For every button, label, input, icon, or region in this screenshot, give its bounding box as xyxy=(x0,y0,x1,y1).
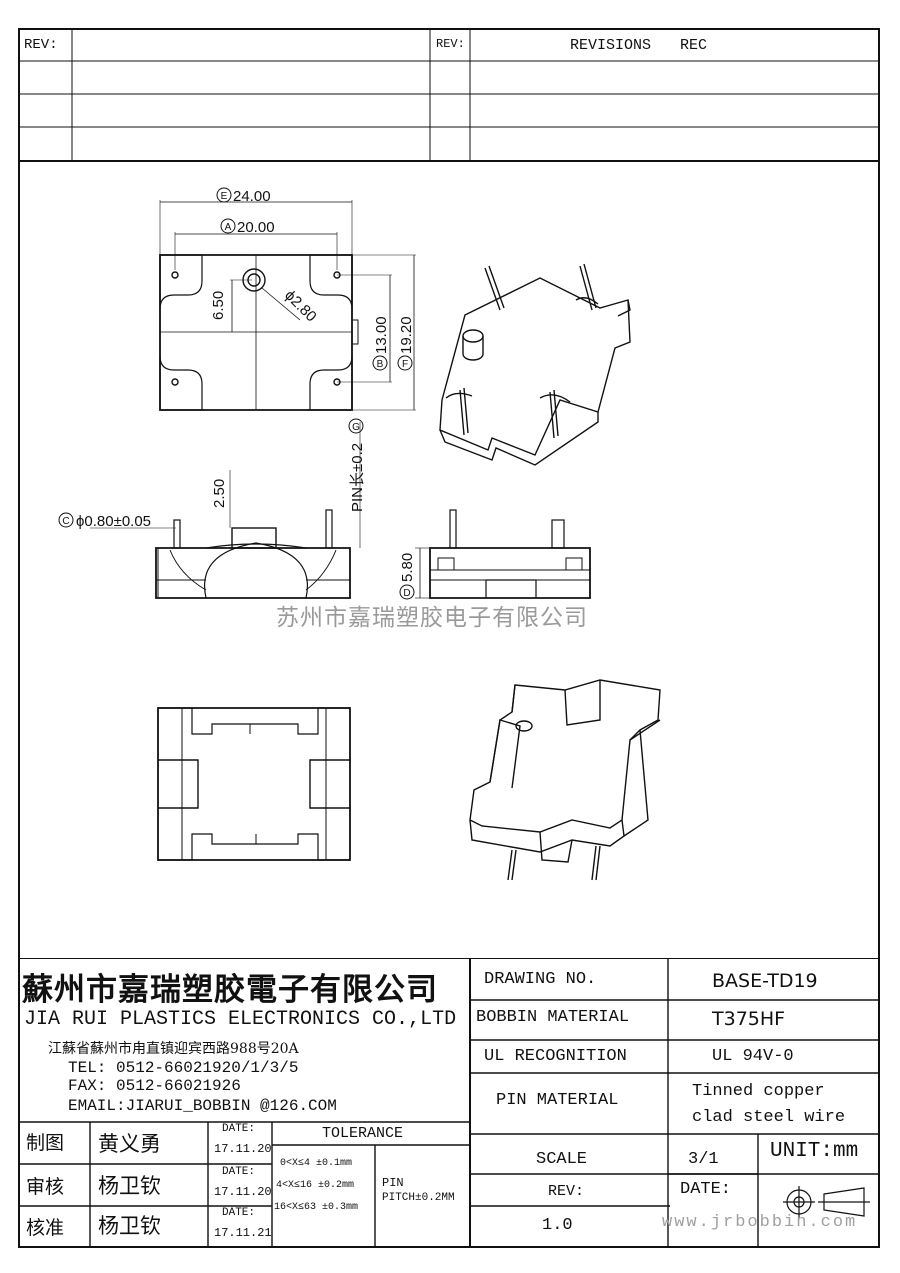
tolerance-row-3: 16<X≤63 ±0.3mm xyxy=(274,1202,359,1213)
company-name-cn: 蘇州市嘉瑞塑胶電子有限公司 xyxy=(22,972,438,1008)
tolerance-row-2: 4<X≤16 ±0.2mm xyxy=(276,1180,355,1191)
company-fax: FAX: 0512-66021926 xyxy=(68,1077,241,1095)
dim-standoff: 2.50 xyxy=(211,479,228,508)
name-drafter: 黄义勇 xyxy=(98,1132,161,1156)
date-checker: 17.11.20 xyxy=(214,1185,272,1199)
bobbin-material-label: BOBBIN MATERIAL xyxy=(476,1008,630,1027)
circled-a: A xyxy=(225,222,232,233)
bottom-view xyxy=(157,707,351,861)
ul-label: UL RECOGNITION xyxy=(484,1047,627,1066)
rev-label: REV: xyxy=(548,1183,585,1200)
drawing-no: BASE-TD19 xyxy=(712,970,818,992)
revisions-header: REVISIONS xyxy=(570,37,652,54)
date-label-checker: DATE: xyxy=(222,1166,256,1178)
scale-value: 3/1 xyxy=(688,1150,719,1169)
watermark: 苏州市嘉瑞塑胶电子有限公司 xyxy=(276,605,588,631)
title-block: 蘇州市嘉瑞塑胶電子有限公司 JIA RUI PLASTICS ELECTRONI… xyxy=(18,958,880,1248)
role-checker: 审核 xyxy=(26,1176,65,1198)
revision-table: REV: REV: REVISIONS REC xyxy=(18,28,880,162)
front-view xyxy=(90,422,361,599)
circled-e: E xyxy=(221,191,228,202)
scale-label: SCALE xyxy=(536,1150,588,1169)
name-approver: 杨卫钦 xyxy=(98,1214,161,1238)
drawing-no-label: DRAWING NO. xyxy=(484,970,597,989)
date-drafter: 17.11.20 xyxy=(214,1142,272,1156)
tolerance-pin-pitch: PITCH±0.2MM xyxy=(382,1192,455,1204)
company-name-en: JIA RUI PLASTICS ELECTRONICS CO.,LTD xyxy=(24,1008,457,1031)
dim-a: 20.00 xyxy=(237,219,275,236)
date-approver: 17.11.21 xyxy=(214,1226,272,1240)
circled-f: F xyxy=(402,359,408,370)
iso-view-top xyxy=(439,263,631,466)
date-label-approver: DATE: xyxy=(222,1207,256,1219)
dim-pin-length: PIN长±0.2 xyxy=(349,443,366,512)
rec-header: REC xyxy=(680,37,708,54)
ul-value: UL 94V-0 xyxy=(712,1047,794,1066)
projection-symbol-icon xyxy=(783,1186,870,1218)
circled-g: G xyxy=(352,422,360,433)
rev-label-right: REV: xyxy=(436,37,465,51)
revision-table-grid xyxy=(18,28,880,162)
top-view xyxy=(159,200,416,411)
company-email: EMAIL:JIARUI_BOBBIN @126.COM xyxy=(68,1097,337,1115)
company-address: 江蘇省蘇州市甪直镇迎宾西路988号20A xyxy=(48,1041,299,1057)
website: www.jrbobbin.com xyxy=(662,1213,858,1232)
date-label: DATE: xyxy=(680,1180,732,1199)
tolerance-header: TOLERANCE xyxy=(322,1125,404,1142)
circled-d: D xyxy=(403,588,410,599)
rev-label-left: REV: xyxy=(24,37,58,53)
pin-material-line-2: clad steel wire xyxy=(692,1108,846,1127)
dim-hole-offset: 6.50 xyxy=(210,291,227,320)
company-tel: TEL: 0512-66021920/1/3/5 xyxy=(68,1059,299,1077)
pin-material-label: PIN MATERIAL xyxy=(496,1091,619,1110)
drawing-frame xyxy=(18,28,880,1248)
unit-label: UNIT:mm xyxy=(770,1140,859,1163)
iso-view-bottom xyxy=(469,679,661,881)
dim-pin-dia: ϕ0.80±0.05 xyxy=(76,513,151,530)
dim-f: 19.20 xyxy=(398,316,415,354)
circled-b: B xyxy=(377,359,384,370)
role-drafter: 制图 xyxy=(26,1132,65,1154)
side-view xyxy=(415,509,591,599)
title-block-grid xyxy=(18,958,880,1248)
rev-value: 1.0 xyxy=(542,1216,573,1235)
tolerance-row-1: 0<X≤4 ±0.1mm xyxy=(280,1158,353,1169)
pin-material-line-1: Tinned copper xyxy=(692,1082,825,1101)
technical-drawing: E 24.00 A 20.00 6.50 ϕ2.80 B 13.00 F 19.… xyxy=(58,187,661,881)
name-checker: 杨卫钦 xyxy=(98,1174,161,1198)
role-approver: 核准 xyxy=(26,1217,65,1239)
bobbin-material: T375HF xyxy=(712,1008,786,1030)
circled-c: C xyxy=(62,516,69,527)
dim-e: 24.00 xyxy=(233,188,271,205)
date-label-drafter: DATE: xyxy=(222,1123,256,1135)
tolerance-pin-label: PIN xyxy=(382,1176,404,1190)
dim-b: 13.00 xyxy=(373,316,390,354)
dim-d: 5.80 xyxy=(399,553,416,582)
